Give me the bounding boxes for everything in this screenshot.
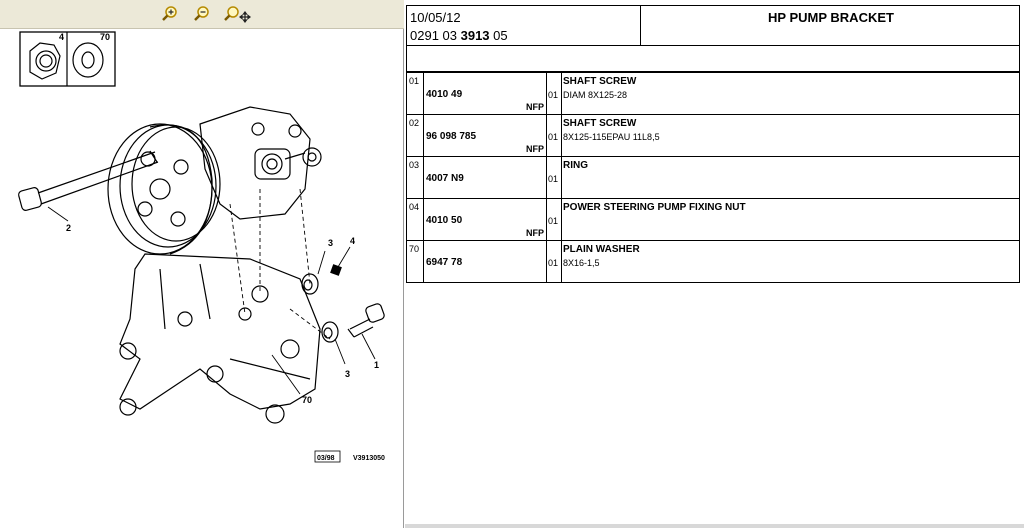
quantity: 01 xyxy=(548,258,559,268)
quantity: 01 xyxy=(548,174,559,184)
callout-70-inset: 70 xyxy=(100,32,110,42)
part-reference[interactable]: 4010 50 xyxy=(426,215,463,226)
ref-suffix: 05 xyxy=(489,28,508,43)
reference-cell: 6947 78 xyxy=(423,240,547,283)
quantity-cell: 01 xyxy=(546,156,562,199)
pulley-drawing xyxy=(107,123,221,255)
description-cell: PLAIN WASHER 8X16-1,5 xyxy=(561,240,1020,283)
description-cell: RING xyxy=(561,156,1020,199)
part-description: PLAIN WASHER xyxy=(563,244,640,255)
part-description: RING xyxy=(563,160,588,171)
drawing-ref: V3913050 xyxy=(353,455,385,462)
quantity: 01 xyxy=(548,216,559,226)
zoom-toolbar xyxy=(0,0,404,29)
item-cell: 70 xyxy=(406,240,424,283)
parts-pane: 10/05/12 0291 03 3913 05 HP PUMP BRACKET… xyxy=(405,0,1024,528)
horizontal-scrollbar[interactable] xyxy=(405,524,1024,528)
part-description: POWER STEERING PUMP FIXING NUT xyxy=(563,202,746,213)
table-row[interactable]: 04 4010 50 NFP 01 POWER STEERING PUMP FIXING… xyxy=(406,198,1020,241)
date-stamp: 03/98 xyxy=(317,455,335,462)
callout-1: 1 xyxy=(374,360,379,370)
reference-cell: 4010 50 NFP xyxy=(423,198,547,241)
quantity-cell: 01 xyxy=(546,198,562,241)
item-number: 01 xyxy=(409,76,420,86)
header-ref: 0291 03 3913 05 xyxy=(410,28,508,43)
header-spacer xyxy=(406,46,1020,72)
header-box: 10/05/12 0291 03 3913 05 HP PUMP BRACKET xyxy=(406,5,1020,46)
bracket-drawing xyxy=(119,253,321,424)
nfp-flag: NFP xyxy=(526,144,544,154)
callout-2: 2 xyxy=(66,223,71,233)
description-cell: SHAFT SCREW DIAM 8X125-28 xyxy=(561,72,1020,115)
item-number: 03 xyxy=(409,160,420,170)
page-title: HP PUMP BRACKET xyxy=(768,10,894,25)
part-description: SHAFT SCREW xyxy=(563,76,637,87)
item-number: 04 xyxy=(409,202,420,212)
item-cell: 01 xyxy=(406,72,424,115)
callout-3-lower: 3 xyxy=(345,369,350,379)
part-reference[interactable]: 4007 N9 xyxy=(426,173,464,184)
zoom-in-icon[interactable] xyxy=(160,5,180,23)
long-screw-drawing xyxy=(18,150,159,211)
zoom-out-icon[interactable] xyxy=(192,5,212,23)
part-reference[interactable]: 96 098 785 xyxy=(426,131,477,142)
zoom-pan-icon[interactable] xyxy=(223,5,251,23)
quantity-cell: 01 xyxy=(546,72,562,115)
quantity: 01 xyxy=(548,132,559,142)
part-reference[interactable]: 6947 78 xyxy=(426,257,463,268)
description-cell: SHAFT SCREW 8X125-115EPAU 11L8,5 xyxy=(561,114,1020,157)
callout-4-inset: 4 xyxy=(59,32,64,42)
reference-cell: 4007 N9 xyxy=(423,156,547,199)
quantity: 01 xyxy=(548,90,559,100)
nut-small-drawing xyxy=(330,264,342,276)
ref-prefix: 0291 03 xyxy=(410,28,461,43)
ring-lower-drawing xyxy=(321,321,339,343)
short-screw-drawing xyxy=(347,303,385,338)
callout-3-upper: 3 xyxy=(328,238,333,248)
diagram-pane: 4 70 2 3 4 3 1 70 03/98 V3913050 xyxy=(0,0,404,528)
item-number: 02 xyxy=(409,118,420,128)
callout-4: 4 xyxy=(350,236,355,246)
item-cell: 04 xyxy=(406,198,424,241)
table-row[interactable]: 03 4007 N9 01 RING xyxy=(406,156,1020,199)
part-spec: DIAM 8X125-28 xyxy=(563,90,628,100)
reference-cell: 4010 49 NFP xyxy=(423,72,547,115)
part-description: SHAFT SCREW xyxy=(563,118,637,129)
diagram-footer: 03/98 V3913050 xyxy=(314,450,385,463)
quantity-cell: 01 xyxy=(546,114,562,157)
nfp-flag: NFP xyxy=(526,102,544,112)
table-row[interactable]: 01 4010 49 NFP 01 SHAFT SCREW DIAM 8X125-28 xyxy=(406,72,1020,115)
quantity-cell: 01 xyxy=(546,240,562,283)
nfp-flag: NFP xyxy=(526,228,544,238)
item-cell: 02 xyxy=(406,114,424,157)
ring-upper-drawing xyxy=(301,273,319,295)
ref-bold: 3913 xyxy=(460,28,490,43)
part-spec: 8X125-115EPAU 11L8,5 xyxy=(563,132,660,142)
parts-diagram: 4 70 2 3 4 3 1 70 03/98 V3913050 xyxy=(18,31,385,463)
callout-70: 70 xyxy=(302,395,312,405)
item-cell: 03 xyxy=(406,156,424,199)
pump-body-drawing xyxy=(199,106,322,220)
description-cell: POWER STEERING PUMP FIXING NUT xyxy=(561,198,1020,241)
part-spec: 8X16-1,5 xyxy=(563,258,600,268)
part-reference[interactable]: 4010 49 xyxy=(426,89,463,100)
table-row[interactable]: 70 6947 78 01 PLAIN WASHER 8X16-1,5 xyxy=(406,240,1020,283)
item-number: 70 xyxy=(409,244,420,254)
washer-drawing xyxy=(72,42,104,78)
header-date: 10/05/12 xyxy=(410,10,461,25)
header-divider xyxy=(640,6,641,45)
nut-drawing xyxy=(29,42,61,80)
